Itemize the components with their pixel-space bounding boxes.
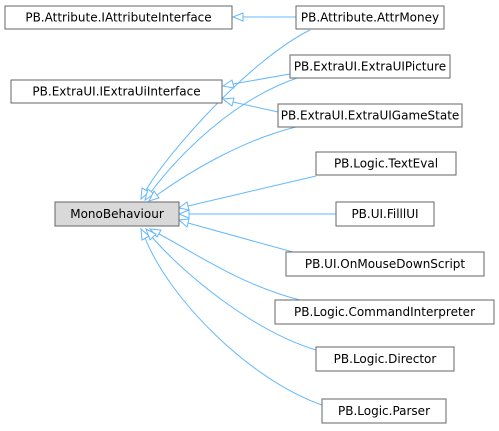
edge-onmousedown-mono xyxy=(187,222,301,255)
arrowhead xyxy=(177,201,190,211)
node-label: PB.Logic.CommandInterpreter xyxy=(294,305,475,319)
edge-attrmoney-mono xyxy=(145,29,311,191)
node-director[interactable]: PB.Logic.Director xyxy=(315,346,455,372)
node-on-mouse-down-script[interactable]: PB.UI.OnMouseDownScript xyxy=(285,251,485,277)
arrowhead xyxy=(177,218,190,228)
edges xyxy=(140,12,336,406)
node-text-eval[interactable]: PB.Logic.TextEval xyxy=(315,151,457,176)
node-command-interpreter[interactable]: PB.Logic.CommandInterpreter xyxy=(274,299,495,325)
node-label: PB.ExtraUI.ExtraUIPicture xyxy=(294,60,446,74)
node-extraui-picture[interactable]: PB.ExtraUI.ExtraUIPicture xyxy=(289,54,451,79)
arrowhead xyxy=(148,190,160,202)
edge-texteval-mono xyxy=(187,175,317,207)
node-label: PB.Attribute.AttrMoney xyxy=(301,11,439,25)
arrowhead xyxy=(231,12,244,22)
node-label: PB.UI.OnMouseDownScript xyxy=(305,257,466,271)
edge-gamestate-iextraui xyxy=(232,101,279,113)
node-monobehaviour[interactable]: MonoBehaviour xyxy=(54,201,180,227)
edge-picture-mono xyxy=(150,76,301,193)
edge-picture-iextraui xyxy=(232,73,291,85)
node-parser[interactable]: PB.Logic.Parser xyxy=(321,398,447,424)
arrowhead xyxy=(140,187,150,201)
node-label: PB.Logic.Parser xyxy=(338,404,430,418)
node-label: PB.ExtraUI.IExtraUiInterface xyxy=(32,85,200,99)
arrowhead xyxy=(221,79,235,89)
node-label: PB.Logic.Director xyxy=(334,352,437,366)
node-label: PB.ExtraUI.ExtraUIGameState xyxy=(281,109,460,123)
node-label: MonoBehaviour xyxy=(70,207,164,221)
edge-command-mono xyxy=(158,233,301,301)
edge-parser-mono xyxy=(144,237,323,406)
node-extraui-gamestate[interactable]: PB.ExtraUI.ExtraUIGameState xyxy=(277,103,463,128)
node-attr-money[interactable]: PB.Attribute.AttrMoney xyxy=(295,5,445,30)
node-iextraui-interface[interactable]: PB.ExtraUI.IExtraUiInterface xyxy=(10,79,223,104)
node-iattribute-interface[interactable]: PB.Attribute.IAttributeInterface xyxy=(4,5,233,30)
arrowhead xyxy=(177,209,190,219)
edge-gamestate-mono xyxy=(156,125,301,196)
node-label: PB.Attribute.IAttributeInterface xyxy=(25,11,211,25)
arrowhead xyxy=(144,188,155,202)
arrowhead xyxy=(221,97,235,107)
edge-director-mono xyxy=(151,236,317,351)
node-label: PB.UI.FilllUI xyxy=(351,207,418,221)
arrowhead xyxy=(140,227,150,241)
node-label: PB.Logic.TextEval xyxy=(334,157,438,171)
node-filll-ui[interactable]: PB.UI.FilllUI xyxy=(335,201,435,227)
